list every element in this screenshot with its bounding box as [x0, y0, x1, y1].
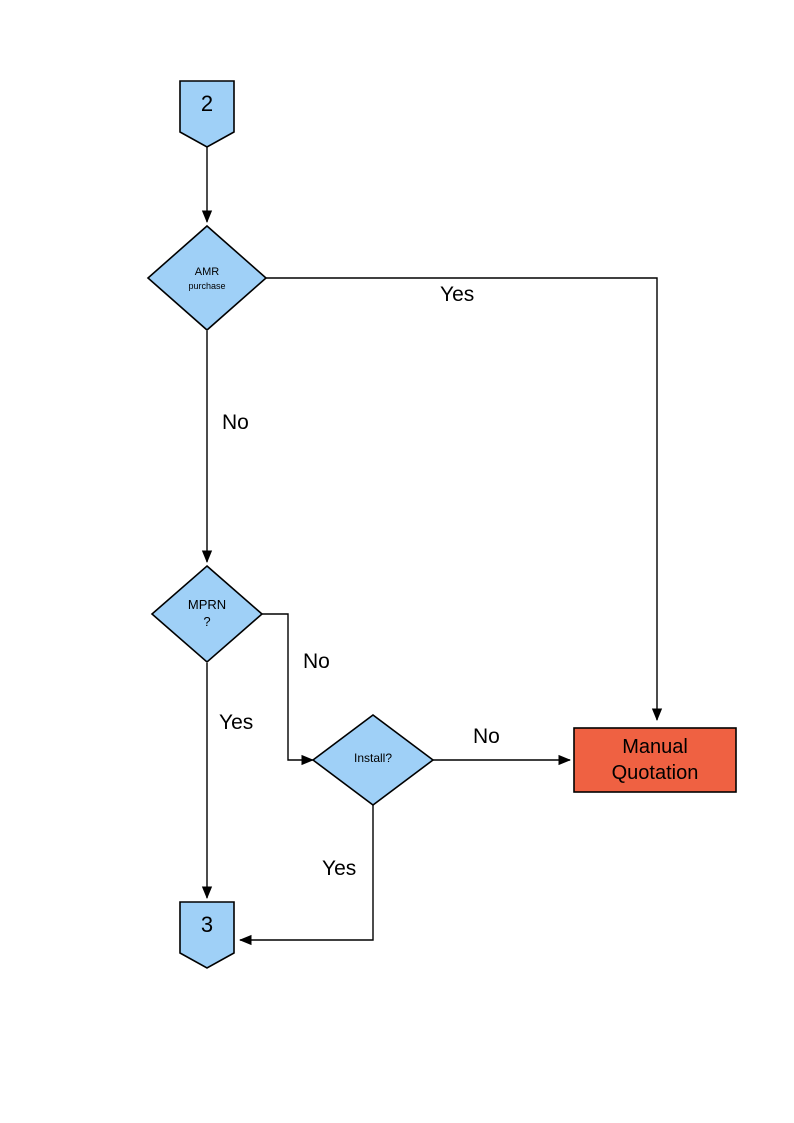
edge-label-install-no: No [473, 725, 500, 748]
node-mprn[interactable] [150, 564, 264, 664]
edge-label-mprn-no: No [303, 650, 330, 673]
edge-install-yes-to-end [239, 805, 374, 946]
node-amr-purchase[interactable] [146, 224, 268, 332]
edge-amr-yes-to-manual [266, 277, 663, 721]
edge-label-amr-no: No [222, 411, 249, 434]
edge-label-amr-yes: Yes [440, 283, 475, 306]
node-manual-quotation[interactable] [573, 727, 737, 793]
edge-mprn-no-to-install [262, 613, 314, 766]
node-start-2[interactable] [179, 80, 235, 148]
node-install[interactable] [311, 714, 435, 806]
edge-label-mprn-yes: Yes [219, 711, 254, 734]
edge-label-install-yes: Yes [322, 857, 357, 880]
node-end-3[interactable] [179, 901, 235, 969]
